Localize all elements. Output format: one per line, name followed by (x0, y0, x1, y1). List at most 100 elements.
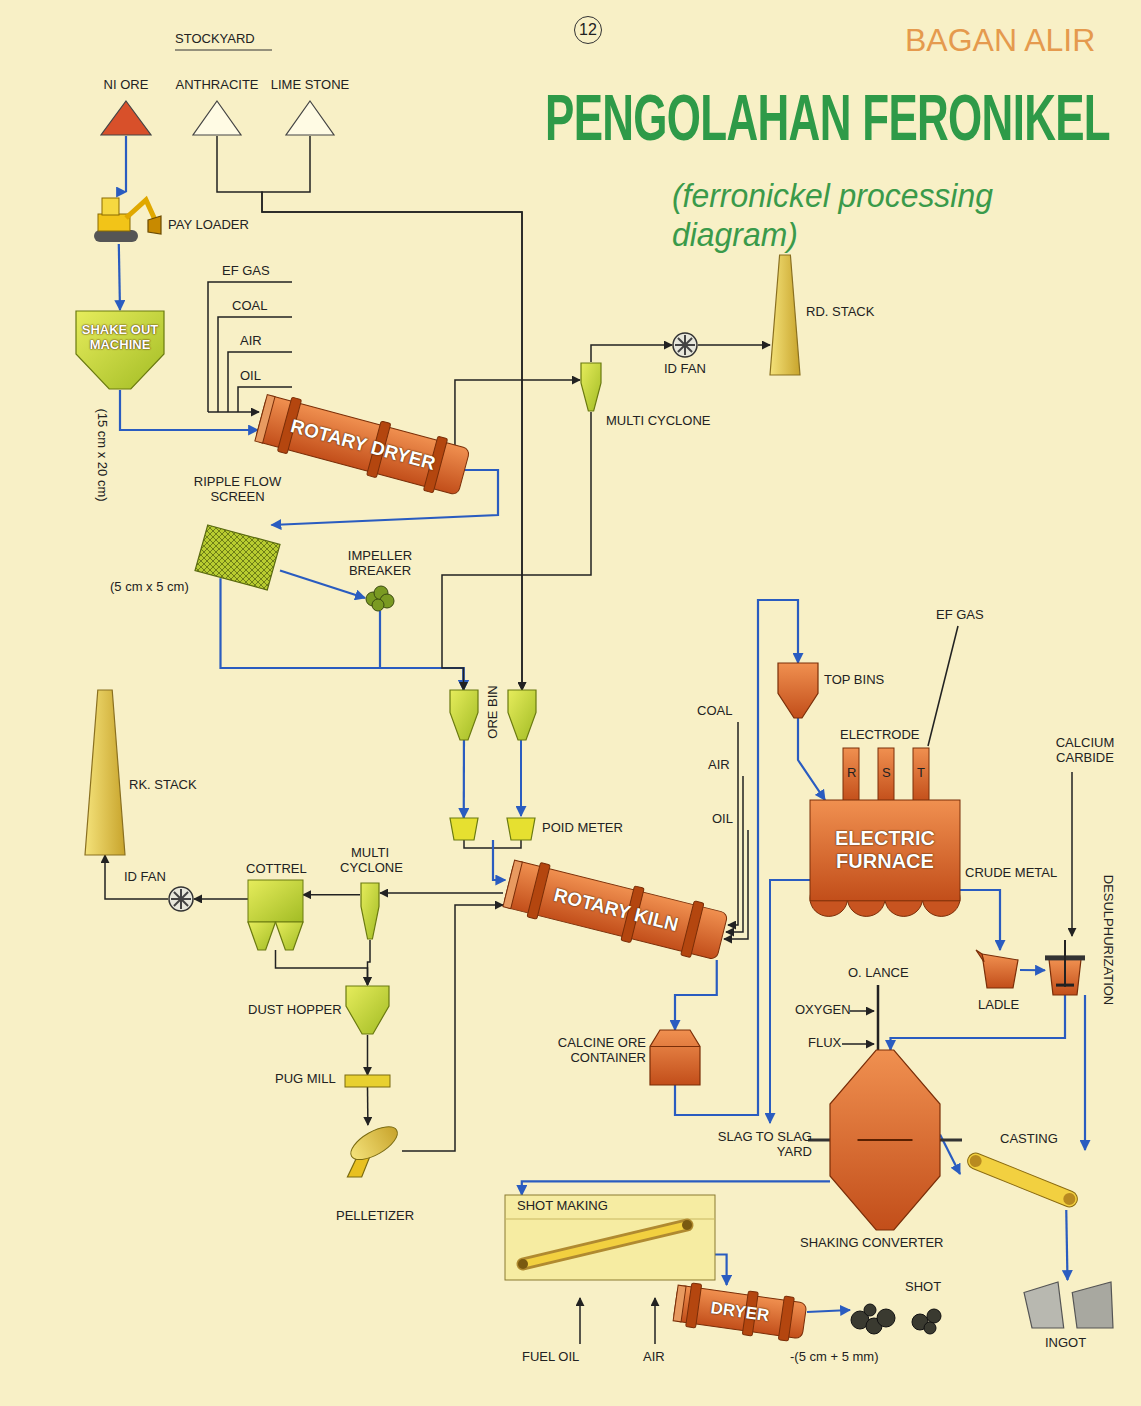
rk-stack: RK. STACK (85, 690, 125, 855)
cottrel-part (248, 880, 303, 922)
feeders2-part (450, 818, 478, 840)
ingot-part (1024, 1282, 1064, 1328)
cottrel-part (276, 922, 304, 950)
furnace-part (810, 800, 960, 901)
flow-connector (367, 1035, 369, 1075)
limestone-pile: LIME STONE (285, 100, 335, 136)
shot-making-tank: SHOT MAKING (505, 1195, 715, 1280)
shot-pile-outline (850, 1298, 950, 1338)
stream-label: EF GAS (222, 264, 270, 279)
flow-connector (591, 345, 672, 362)
cyl-part (681, 901, 704, 958)
top-bins: TOP BINS (778, 663, 818, 718)
flow-lines (521, 740, 810, 1123)
container-part (650, 1046, 700, 1047)
equipment-label: PELLETIZER (336, 1209, 414, 1224)
illustration-stroke (913, 748, 929, 802)
rd-stack-outline (770, 255, 800, 375)
illustration-stroke (843, 748, 859, 802)
ingot: INGOT (1020, 1280, 1115, 1330)
cottrel: COTTREL (248, 880, 303, 950)
tri-part (286, 101, 334, 135)
stream-label: AIR (708, 758, 730, 773)
fan-part (169, 887, 193, 911)
furnace-part (810, 800, 960, 916)
feeders2-part (507, 818, 535, 840)
cyl-part (254, 391, 471, 499)
equipment-label: RIPPLE FLOW SCREEN (190, 475, 285, 505)
poid-meter: POID METER (450, 818, 536, 840)
flow-connector (105, 855, 168, 899)
illustration-stroke (842, 1043, 874, 1045)
rotary-dryer: ROTARY DRYER (255, 395, 470, 495)
subtitle: (ferronickel processing diagram) (672, 176, 1112, 254)
cyclone-part (361, 883, 379, 939)
illustration-stroke (1071, 772, 1073, 936)
cyl-part (254, 391, 471, 499)
shot-part (924, 1322, 936, 1334)
equipment-label: RK. STACK (129, 778, 197, 793)
tri-part (101, 101, 151, 135)
dimension: (5 cm x 5 cm) (110, 580, 189, 595)
flow-connector (455, 380, 580, 446)
id-fan: ID FAN (672, 332, 698, 358)
flow-connector (807, 1310, 850, 1312)
stack-part (85, 690, 125, 855)
flow-connector (303, 894, 360, 896)
cyl-part (255, 395, 470, 496)
cyclone-part (581, 363, 601, 411)
fan-part (673, 333, 697, 357)
equipment-label: DUST HOPPER (248, 1003, 342, 1018)
flow-connector (119, 244, 120, 310)
pug-mill: PUG MILL (345, 1075, 390, 1087)
cottrel-part (248, 880, 303, 950)
equipment-label: ELECTRIC FURNACE (820, 827, 950, 873)
equipment-label: DESULPHURIZATION (1101, 875, 1116, 1006)
stream-label: AIR (643, 1350, 665, 1365)
breaker-part (372, 599, 384, 611)
flow-connector (960, 890, 1000, 950)
stream-label: SLAG TO SLAG YARD (712, 1130, 812, 1160)
equipment-label: IMPELLER BREAKER (335, 549, 425, 579)
cottrel-outline (248, 880, 303, 950)
electrodes (843, 748, 929, 802)
topbin-part (778, 663, 818, 718)
fan-part (169, 887, 193, 911)
equipment-label: TOP BINS (824, 673, 884, 688)
flow-connector (221, 578, 464, 690)
casting-conveyor-outline (960, 1150, 1085, 1210)
illustration-stroke (928, 626, 958, 746)
cyl-part (527, 862, 550, 919)
id-fan-outline (168, 886, 194, 912)
flow-connector (1084, 995, 1086, 1150)
shotmaking-part (523, 1225, 687, 1264)
stream-label: OIL (712, 812, 733, 827)
pelletizer-outline (340, 1125, 402, 1177)
shotmaking-part (505, 1195, 715, 1280)
stream-label: FUEL OIL (522, 1350, 579, 1365)
desulph-part (1064, 940, 1066, 987)
dust-hopper-outline (345, 985, 390, 1035)
pugmill-part (345, 1075, 390, 1087)
pug-mill-outline (345, 1075, 390, 1087)
illustration-stroke (579, 1298, 581, 1344)
ore-bin: ORE BIN (450, 690, 540, 740)
multi-cyclone: MULTI CYCLONE (360, 882, 380, 940)
stream-label: CALCIUM CARBIDE (1040, 736, 1130, 766)
impeller-breaker: IMPELLER BREAKER (365, 585, 395, 611)
limestone-pile-outline (285, 100, 335, 136)
desulphurization-vessel-outline (1045, 940, 1085, 995)
casting-part (965, 1151, 1079, 1210)
illustration-stroke (770, 880, 810, 1123)
calcine-ore-container-outline (650, 1030, 700, 1085)
equipment-label: CALCINE ORE CONTAINER (556, 1036, 646, 1066)
stream-label: COAL (232, 299, 267, 314)
dimension: -(5 cm + 5 mm) (790, 1350, 878, 1365)
ripple-flow-screen-outline (195, 525, 280, 590)
fan-part (174, 892, 188, 906)
cyl-part (686, 1283, 702, 1328)
casting-conveyor: CASTING (960, 1150, 1085, 1210)
equipment-label: ID FAN (664, 362, 706, 377)
equipment-label: COTTREL (246, 862, 307, 877)
equipment-label: SHOT (905, 1280, 941, 1295)
